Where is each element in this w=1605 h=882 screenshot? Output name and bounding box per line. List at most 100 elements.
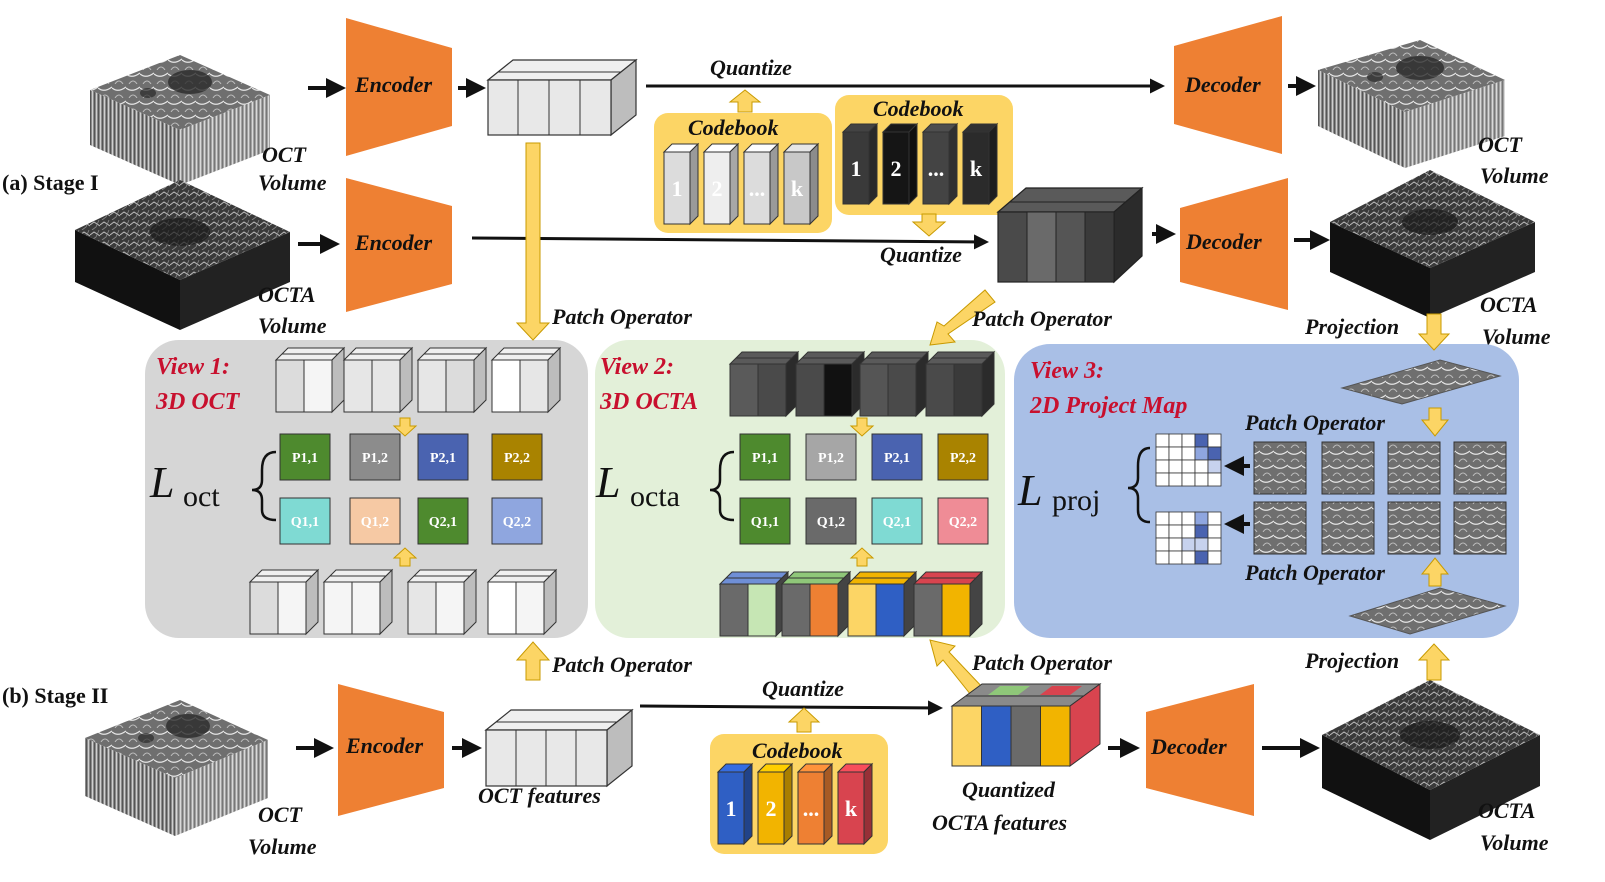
v2-bot-patch-1 [780,570,852,638]
cbOct-entry-2: ... [742,142,780,226]
v1Patches-q-0: Q1,1 [279,497,331,545]
octa-output-volume-2 [1322,680,1540,840]
octa-input-volume-1 [75,180,290,330]
v1Patches-p-2: P2,1 [417,433,469,481]
svg-text:P2,2: P2,2 [504,451,530,466]
svg-text:Volume: Volume [258,170,327,195]
v2Patches-p-3: P2,2 [937,433,989,481]
svg-text:Quantize: Quantize [880,242,962,267]
cbS2-entry-2: ... [796,762,834,846]
svg-text:P2,2: P2,2 [950,451,976,466]
v1-top-patch-0 [274,346,346,414]
decoder-block-2 [1180,178,1288,310]
svg-text:Volume: Volume [258,313,327,338]
svg-text:Patch Operator: Patch Operator [551,652,692,677]
oct-output-volume [1318,40,1505,168]
svg-text:Patch Operator: Patch Operator [1244,560,1385,585]
cbS2-entry-0-label: 1 [726,796,737,821]
cbOcta-entry-1: 2 [881,122,919,206]
v2Patches-q-2: Q2,1 [871,497,923,545]
cbOct-entry-2-label: ... [749,176,766,201]
v2Patches-p-1: P1,2 [805,433,857,481]
svg-text:3D OCTA: 3D OCTA [599,389,698,415]
svg-text:P1,1: P1,1 [292,451,318,466]
svg-text:L: L [149,458,174,507]
proj-tile-top-3 [1453,441,1507,495]
svg-text:Quantize: Quantize [710,55,792,80]
svg-text:oct: oct [183,480,220,513]
svg-text:Volume: Volume [1480,830,1549,855]
cbOcta-entry-1-label: 2 [891,156,902,181]
proj-tile-bot-1 [1321,501,1375,555]
v1-top-patch-1 [342,346,414,414]
cbOcta-entry-2-label: ... [928,156,945,181]
v2Patches-p-2: P2,1 [871,433,923,481]
encoder-block-1 [346,18,452,156]
proj-tile-top-0 [1253,441,1307,495]
svg-text:Q1,1: Q1,1 [291,515,319,530]
svg-text:OCTA: OCTA [258,282,315,307]
proj-tile-bot-2 [1387,501,1441,555]
svg-text:Q2,1: Q2,1 [883,515,911,530]
svg-text:Patch Operator: Patch Operator [1244,410,1385,435]
svg-text:3D OCT: 3D OCT [155,389,241,415]
cbS2-entry-1-label: 2 [766,796,777,821]
svg-text:Quantize: Quantize [762,676,844,701]
cbOct-entry-1: 2 [702,142,740,226]
v1Patches-q-1: Q1,2 [349,497,401,545]
v2Patches-q-1: Q1,2 [805,497,857,545]
decoder-block-3 [1146,684,1254,816]
projection-map-top [1340,359,1502,405]
cbOct-entry-1-label: 2 [712,176,723,201]
svg-text:Q1,2: Q1,2 [361,515,389,530]
svg-text:P1,2: P1,2 [362,451,388,466]
cbOcta-entry-3-label: k [970,156,983,181]
svg-text:Patch Operator: Patch Operator [551,304,692,329]
svg-text:View 2:: View 2: [600,354,674,380]
v1Patches-q-3: Q2,2 [491,497,543,545]
patch-arrow-stage2-oct [515,641,551,681]
cbOcta-entry-3: k [961,122,999,206]
svg-text:Encoder: Encoder [345,733,423,758]
quantized-column-1 [981,705,1012,767]
svg-text:P2,1: P2,1 [430,451,456,466]
oct-input-volume-2 [85,700,268,836]
quantized-column-0 [951,705,982,767]
stage2-label: (b) Stage II [2,683,108,708]
v1-bot-patch-1 [322,568,394,636]
oct-input-volume-1 [90,55,270,185]
cbS2-entry-0: 1 [716,762,754,846]
v1-top-patch-3 [490,346,562,414]
cbOct-entry-0: 1 [662,142,700,226]
svg-text:OCT features: OCT features [478,783,601,808]
svg-text:OCT: OCT [1478,132,1524,157]
v2Patches-q-3: Q2,2 [937,497,989,545]
svg-text:Encoder: Encoder [354,72,432,97]
svg-text:Volume: Volume [248,834,317,859]
v2-top-patch-0 [728,350,800,418]
cbS2-entry-1: 2 [756,762,794,846]
svg-text:View 3:: View 3: [1030,358,1104,384]
svg-text:L: L [1017,466,1042,515]
proj-tile-bot-3 [1453,501,1507,555]
cbOcta-entry-2: ... [921,122,959,206]
v2-bot-patch-3 [912,570,984,638]
v2-top-patch-3 [924,350,996,418]
cbS2-entry-2-label: ... [803,796,820,821]
svg-text:Volume: Volume [1482,324,1551,349]
v2Patches-q-0: Q1,1 [739,497,791,545]
projection-grid-top [1155,433,1222,487]
svg-text:Decoder: Decoder [1184,72,1261,97]
cbOcta-entry-0-label: 1 [851,156,862,181]
projection-grid-bottom [1155,511,1222,565]
svg-text:Decoder: Decoder [1150,734,1227,759]
v1Patches-q-2: Q2,1 [417,497,469,545]
svg-text:2D Project Map: 2D Project Map [1029,393,1187,419]
v2-bot-patch-2 [846,570,918,638]
svg-text:Patch Operator: Patch Operator [971,650,1112,675]
cbS2-entry-3-label: k [845,796,858,821]
svg-text:proj: proj [1052,484,1100,517]
octa-quantized-cube [996,186,1144,284]
